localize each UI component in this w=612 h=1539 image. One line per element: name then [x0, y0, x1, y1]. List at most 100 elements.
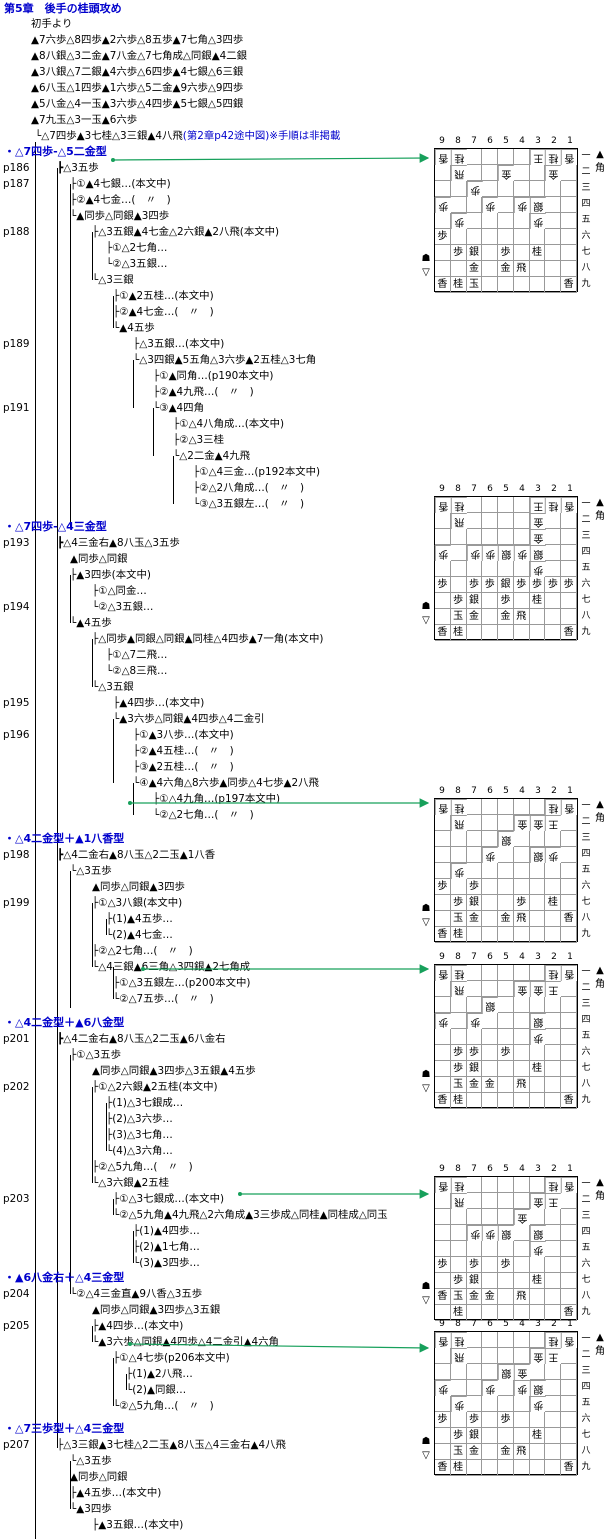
move-text: ▲同歩△同銀▲3四歩△3五銀 [92, 1304, 221, 1316]
empty-square [545, 997, 562, 1013]
rank-label: 七 [581, 1063, 591, 1073]
hand-glyph: ▽ [422, 1083, 430, 1094]
gote-piece: 歩 [482, 1380, 499, 1396]
move-line: └▲3六歩△同銀▲4四歩△4二金引 [113, 711, 265, 727]
empty-square [561, 529, 577, 545]
sente-piece: 金 [466, 1289, 483, 1305]
empty-square [561, 1193, 577, 1209]
empty-square [466, 1029, 483, 1045]
empty-square [545, 1396, 562, 1412]
empty-square [450, 1241, 467, 1257]
empty-square [513, 1193, 530, 1209]
empty-square [498, 1305, 514, 1321]
move-line: └(4)△3六角… [106, 1143, 173, 1159]
move-line: ├(3)△3七角… [106, 1127, 173, 1143]
board-grid: 香桂桂香飛金金王銀歩銀歩歩歩歩歩銀歩桂玉金金飛香香桂 [434, 798, 578, 943]
move-text: ├①△同金… [92, 585, 147, 597]
empty-square [545, 181, 562, 197]
empty-square [545, 609, 562, 625]
move-line: ├①△4八角成…(本文中) [173, 416, 284, 432]
tree-bar [113, 967, 114, 999]
empty-square [513, 1460, 530, 1476]
empty-square [545, 1380, 562, 1396]
tree-bar [70, 871, 71, 1008]
empty-square [435, 1241, 451, 1257]
empty-square [545, 879, 562, 895]
sente-piece: 玉 [466, 277, 483, 293]
empty-square [513, 245, 530, 261]
empty-square [498, 1093, 514, 1109]
empty-square [482, 229, 499, 245]
gote-piece: 金 [513, 815, 530, 831]
empty-square [482, 261, 499, 277]
empty-square [529, 1460, 546, 1476]
empty-square [482, 1013, 499, 1029]
empty-square [466, 1460, 483, 1476]
empty-square [561, 165, 577, 181]
hand-glyph: ☗ [421, 903, 431, 914]
move-text: ・△7四歩-△4三金型 [4, 520, 107, 533]
gote-piece: 歩 [466, 545, 483, 561]
move-text: ├②▲4五桂…( 〃 ) [133, 745, 234, 757]
move-text: ├△3三銀▲3七桂△2二玉▲8八玉△4三金右▲4八飛 [57, 1439, 286, 1451]
move-line: ├①▲3八歩…(本文中) [133, 727, 234, 743]
empty-square [498, 1348, 514, 1364]
file-label: 7 [471, 1164, 477, 1174]
move-line: ├△同歩▲同銀△同銀▲同桂△4四歩▲7一角(本文中) [92, 631, 323, 647]
gote-piece: 王 [545, 981, 562, 997]
empty-square [466, 561, 483, 577]
rank-label: 四 [581, 547, 591, 557]
hand-glyph: 角 [595, 1346, 605, 1357]
sente-piece: 歩 [513, 895, 530, 911]
gote-piece: 歩 [466, 181, 483, 197]
file-label: 4 [519, 136, 525, 146]
move-line: ├①▲2五桂…(本文中) [113, 288, 214, 304]
empty-square [482, 927, 499, 943]
file-label: 8 [455, 786, 461, 796]
gote-hand: ▲角 [594, 148, 606, 176]
empty-square [435, 181, 451, 197]
sente-piece: 歩 [466, 1412, 483, 1428]
sente-piece: 飛 [513, 1444, 530, 1460]
gote-piece: 桂 [545, 1177, 562, 1193]
move-text: ▲7九玉△3一玉▲6六歩 [31, 114, 138, 126]
move-line: ├①△7二飛… [106, 647, 167, 663]
empty-square [498, 1029, 514, 1045]
page-number: p187 [3, 178, 30, 190]
move-text: ├△3五銀▲4七金△2六銀▲2八飛(本文中) [92, 226, 280, 238]
sente-piece: 歩 [450, 245, 467, 261]
empty-square [482, 593, 499, 609]
move-line: ▲5八金△4一玉▲3六歩△4四歩▲5七銀△5四銀 [31, 96, 243, 112]
empty-square [435, 1061, 451, 1077]
empty-square [513, 1029, 530, 1045]
rank-label: 一 [581, 967, 591, 977]
move-text: └△3三銀 [92, 274, 134, 286]
move-line: ├△3五銀▲4七金△2六銀▲2八飛(本文中) [92, 224, 279, 240]
empty-square [545, 863, 562, 879]
file-label: 9 [439, 1164, 445, 1174]
file-label: 5 [503, 484, 509, 494]
move-text: ├①△3八銀(本文中) [92, 897, 183, 909]
move-text: ├②△3三桂 [173, 434, 224, 446]
empty-square [466, 1093, 483, 1109]
hand-glyph: 角 [595, 163, 605, 174]
move-text: ├(1)▲4四歩… [133, 1225, 200, 1237]
file-label: 4 [519, 484, 525, 494]
sente-piece: 桂 [450, 277, 467, 293]
file-label: 1 [567, 484, 573, 494]
move-line: └▲4五歩 [70, 615, 112, 631]
gote-hand: ▲角 [594, 1176, 606, 1204]
hand-glyph: ▲ [596, 149, 604, 160]
empty-square [513, 1241, 530, 1257]
empty-square [498, 529, 514, 545]
rank-label: 五 [581, 563, 591, 573]
move-text: ├(2)△3六歩… [106, 1113, 173, 1125]
empty-square [435, 561, 451, 577]
rank-label: 五 [581, 1031, 591, 1041]
move-text: └(2)▲4七金… [106, 929, 173, 941]
tree-bar [153, 408, 154, 456]
file-label: 6 [487, 786, 493, 796]
move-line: └△3五銀 [92, 679, 134, 695]
move-line: ┣△4二金右▲8八玉△2二玉▲6八金右 [57, 1031, 226, 1047]
